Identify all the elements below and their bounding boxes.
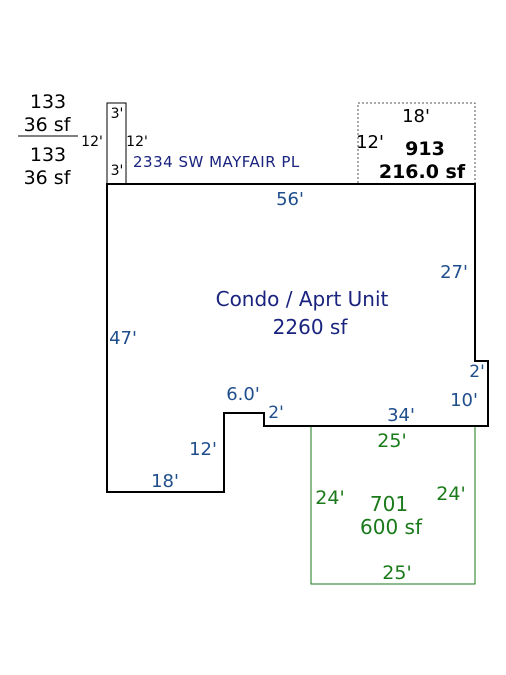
area-701-dim-right: 24' [436,483,465,505]
dim-right-lower: 10' [450,390,478,411]
area-133-code-lower: 133 [30,144,66,166]
area-913-dim-left: 12' [356,132,384,153]
area-133-dim-right: 12' [126,134,148,150]
area-133-dim-left: 12' [81,134,103,150]
area-913-code: 913 [405,138,445,160]
dim-right-upper: 27' [440,262,468,283]
main-unit-outline [106,183,489,493]
dim-step-side: 12' [189,439,217,460]
address-label: 2334 SW MAYFAIR PL [133,153,300,171]
area-913-dim-top: 18' [402,106,430,127]
dim-bottom-left: 18' [151,471,179,492]
area-701-code: 701 [370,492,408,516]
area-701-dim-left: 24' [315,487,344,509]
area-133-code-upper: 133 [30,91,66,113]
dim-top: 56' [276,189,304,210]
area-133-dim-top: 3' [111,106,124,122]
area-133-dim-bottom: 3' [111,163,124,179]
area-133-area-lower: 36 sf [24,167,72,189]
dim-left: 47' [109,328,137,349]
area-701-dim-top: 25' [377,430,406,452]
dim-step-top: 6.0' [226,384,260,405]
area-701-area: 600 sf [360,515,423,539]
dim-right-notch: 2' [469,362,485,382]
dim-bottom-right: 34' [387,405,415,426]
area-701-dim-bottom: 25' [382,562,411,584]
main-unit-area: 2260 sf [273,315,349,339]
area-913-area: 216.0 sf [379,161,466,183]
main-unit-name: Condo / Aprt Unit [216,287,389,311]
area-133-area-upper: 36 sf [24,114,72,136]
dim-step-small: 2' [268,403,284,423]
